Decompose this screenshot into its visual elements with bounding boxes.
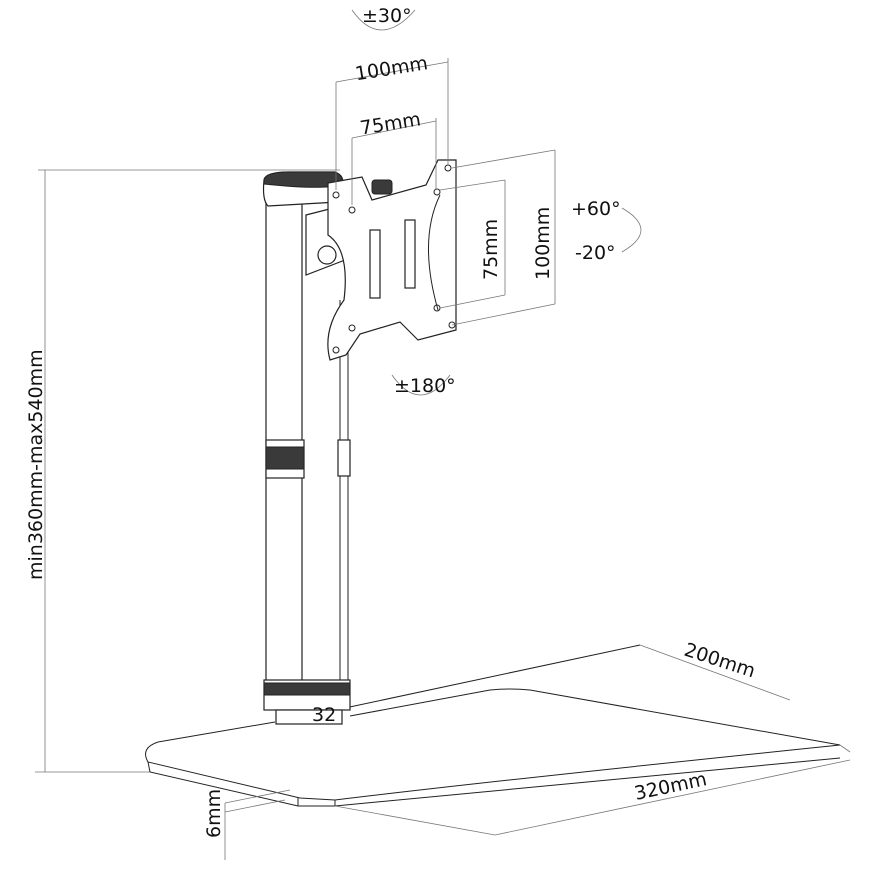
height-range-label: min360mm-max540mm <box>25 349 47 580</box>
tilt-down-label: -20° <box>575 242 616 264</box>
pole: 32 <box>262 171 351 726</box>
base-thickness-label: 6mm <box>203 789 225 838</box>
base-dimensions <box>224 644 851 860</box>
vesa-plate <box>305 159 457 361</box>
rotation-label: ±180° <box>394 375 456 397</box>
tilt-top-label: ±30° <box>362 5 412 27</box>
vesa-height-small-label: 75mm <box>480 219 502 280</box>
base-depth-label: 200mm <box>681 639 758 683</box>
vesa-dimensions <box>335 58 556 326</box>
height-dimension <box>35 169 340 773</box>
rotation-arrows <box>351 9 642 396</box>
tilt-up-label: +60° <box>571 198 621 220</box>
base-plate <box>145 644 841 807</box>
vesa-width-large-label: 100mm <box>354 52 430 85</box>
collar-mark: 32 <box>312 704 336 726</box>
vesa-width-small-label: 75mm <box>358 108 422 139</box>
vesa-height-large-label: 100mm <box>532 207 554 280</box>
